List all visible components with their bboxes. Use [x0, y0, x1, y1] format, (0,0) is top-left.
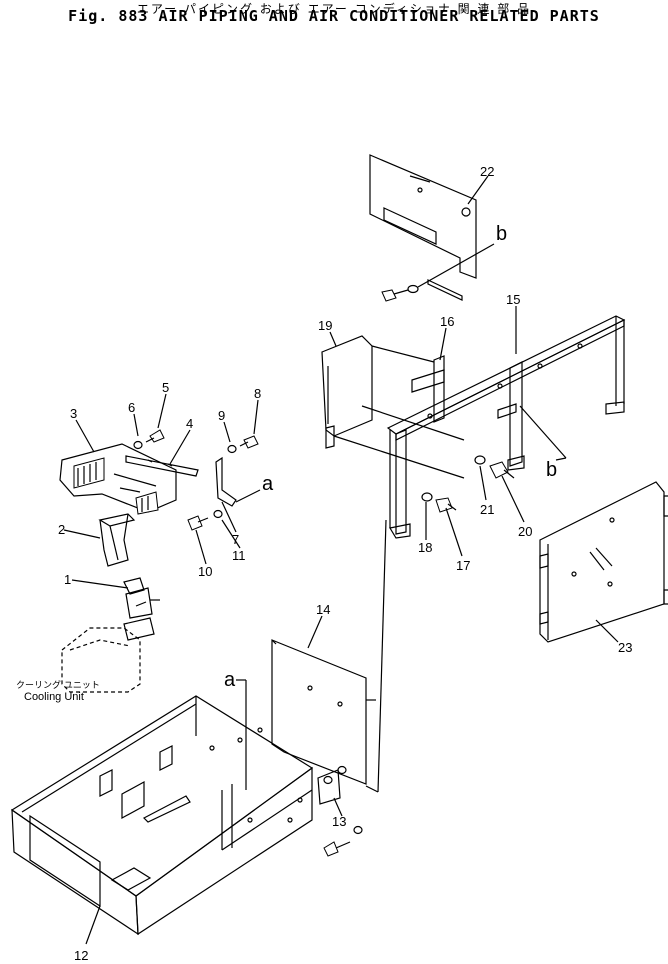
reference-lines [236, 519, 387, 793]
callout-2: 2 [58, 522, 65, 537]
bolt-20-21 [474, 455, 515, 479]
part-22-cover-plate [369, 154, 477, 301]
part-4-strip [125, 455, 199, 477]
part-16-bracket [371, 345, 445, 423]
ref-letter-a-upper: a [262, 473, 274, 495]
callout-11: 11 [232, 548, 246, 563]
callout-5: 5 [162, 380, 169, 395]
callout-3: 3 [70, 406, 77, 421]
cooling-unit-en: Cooling Unit [24, 691, 84, 703]
callout-8: 8 [254, 386, 261, 401]
callout-21: 21 [480, 502, 494, 517]
callout-19: 19 [318, 318, 332, 333]
callout-17: 17 [456, 558, 470, 573]
callout-20: 20 [518, 524, 532, 539]
cooling-unit-outline [61, 627, 141, 693]
part-2-duct [98, 513, 136, 567]
bolts-5-6-8-9 [133, 429, 259, 454]
callout-15: 15 [506, 292, 520, 307]
part-12-base-box [10, 695, 314, 936]
ref-letter-b-lower: b [546, 459, 557, 481]
callout-10: 10 [198, 564, 212, 579]
cooling-unit-label: クーリング ユニット Cooling Unit [16, 679, 100, 703]
callout-4: 4 [186, 416, 193, 431]
callout-9: 9 [218, 408, 225, 423]
callout-6: 6 [128, 400, 135, 415]
part-13-plate [317, 765, 363, 857]
callout-labels: 1 2 3 4 5 6 7 8 9 10 11 12 13 14 15 16 1… [58, 164, 632, 963]
bolt-22 [381, 243, 495, 302]
part-1-connector [123, 577, 160, 641]
callout-16: 16 [440, 314, 454, 329]
bolt-17-18 [421, 492, 457, 513]
part-19-bracket [321, 335, 465, 479]
japanese-title: エアー パイピング および エアー コンディショナ 関 連 部 品 [136, 2, 532, 16]
leader-lines [63, 175, 619, 945]
figure-title: Fig. 883 AIR PIPING AND AIR CONDITIONER … [68, 7, 600, 25]
callout-13: 13 [332, 814, 346, 829]
callout-1: 1 [64, 572, 71, 587]
callout-23: 23 [618, 640, 632, 655]
part-3-vent-duct [59, 443, 177, 515]
callout-18: 18 [418, 540, 432, 555]
part-14-panel [271, 639, 376, 785]
part-23-panel [539, 481, 668, 643]
part-7-bracket [215, 456, 261, 507]
cooling-unit-jp: クーリング ユニット [16, 679, 100, 691]
callout-7: 7 [232, 532, 239, 547]
reference-letters: a a b b [224, 223, 557, 691]
callout-14: 14 [316, 602, 330, 617]
ref-letter-b-upper: b [496, 223, 507, 245]
callout-12: 12 [74, 948, 88, 963]
bolts-10-11 [187, 509, 223, 531]
part-15-frame [386, 315, 626, 539]
ref-letter-a-lower: a [224, 669, 236, 691]
callout-22: 22 [480, 164, 494, 179]
